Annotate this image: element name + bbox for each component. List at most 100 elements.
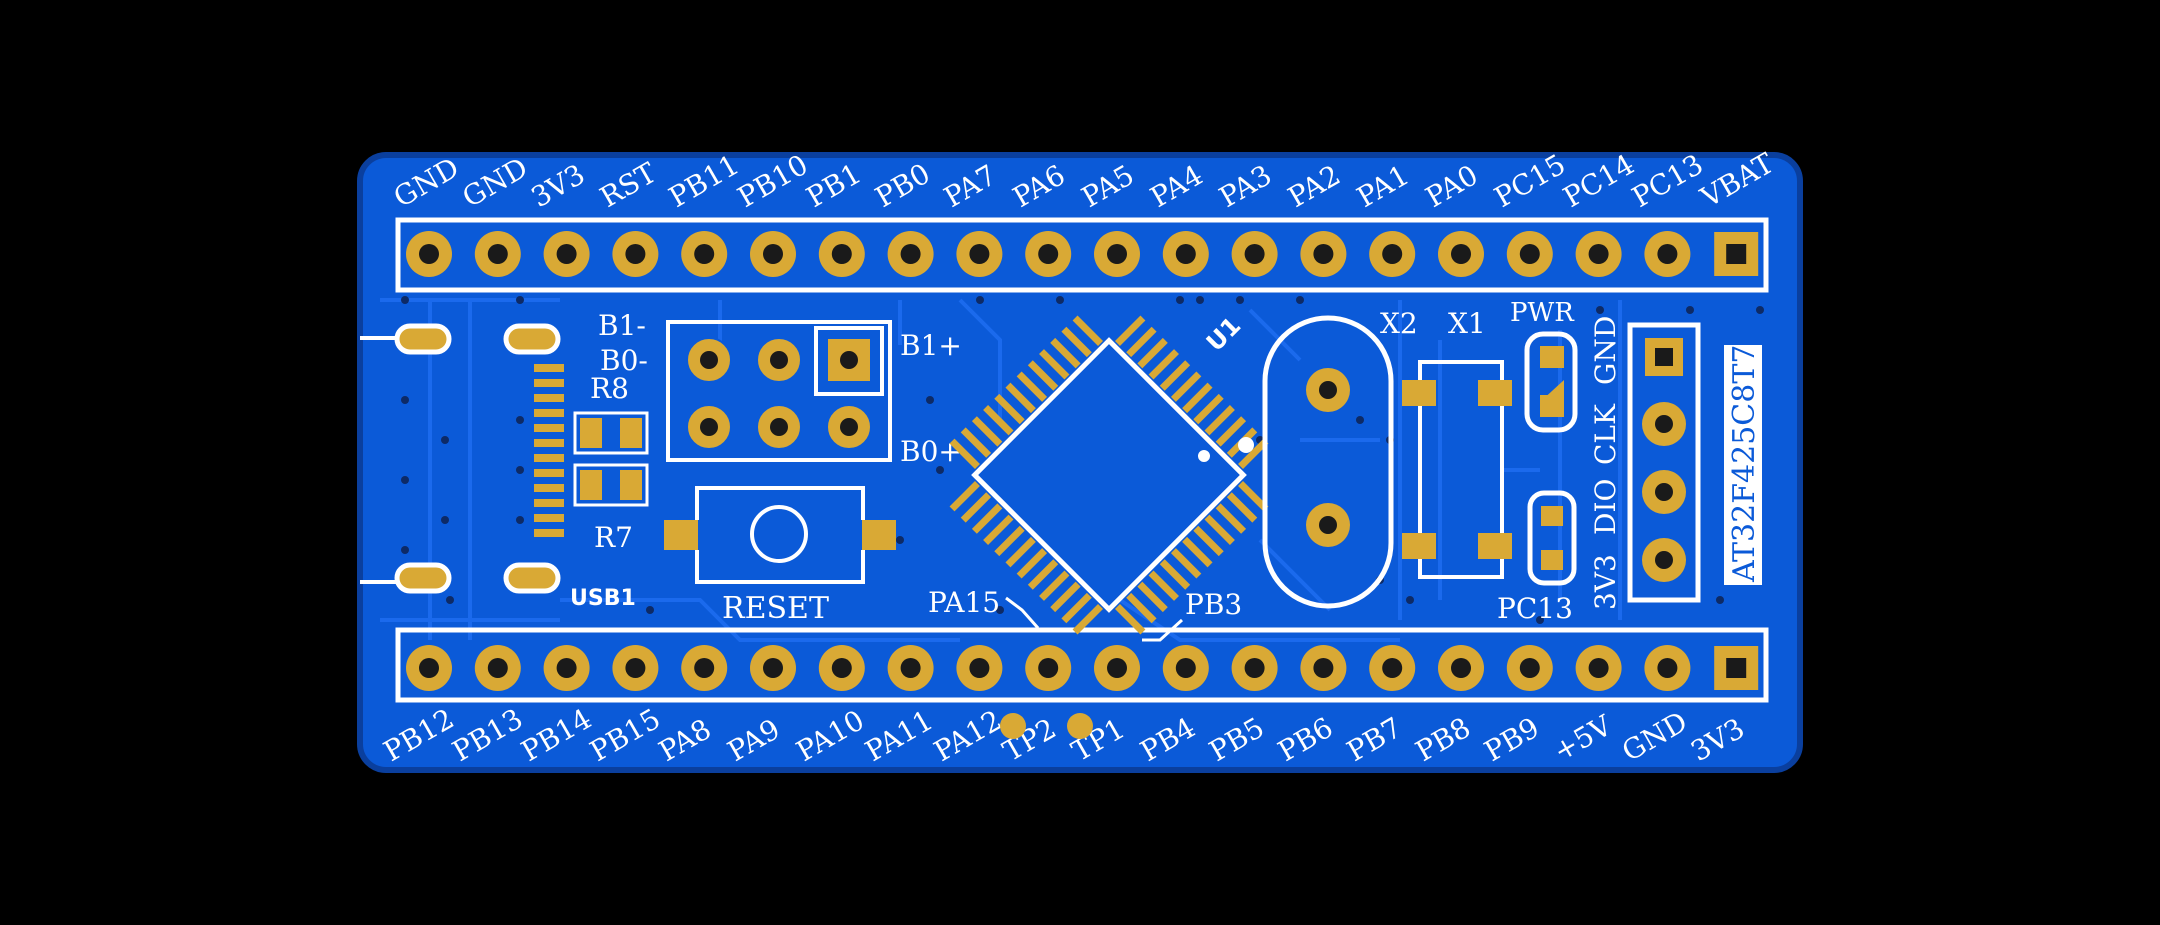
mcu-pin: [1193, 393, 1224, 425]
pin-hole: [1313, 244, 1334, 264]
mcu-pin: [1226, 492, 1258, 523]
mcu-pin: [1016, 548, 1048, 579]
usb-contact: [534, 529, 564, 537]
pin-hole: [694, 244, 715, 264]
chip-name-label: AT32F425C8T7: [1727, 345, 1762, 583]
via: [1536, 616, 1544, 624]
pin-hole: [763, 244, 783, 264]
usb-contact: [534, 439, 564, 447]
via: [896, 536, 904, 544]
mcu-pin: [1072, 315, 1103, 346]
pwr-led: PWR: [1510, 298, 1578, 433]
top-header-pins: [406, 231, 1759, 277]
pin-hole: [419, 658, 439, 678]
pin-hole: [1451, 658, 1471, 678]
via: [1406, 596, 1414, 604]
via: [516, 296, 524, 304]
mcu-pin: [1050, 337, 1081, 369]
pin-hole: [763, 658, 783, 678]
mcu-pin: [1148, 570, 1179, 601]
mcu-pin: [1182, 382, 1213, 414]
pc13-led: PC13: [1497, 490, 1577, 625]
usb-contact: [534, 379, 564, 387]
swd-3v3-label: 3V3: [1589, 554, 1622, 610]
via: [1356, 416, 1364, 424]
mcu-pin: [1115, 604, 1146, 635]
pin-hole: [1175, 658, 1196, 678]
pa15-label: PA15: [928, 586, 1000, 619]
mcu-pin: [994, 393, 1025, 425]
usb-contact: [534, 454, 564, 462]
resistor-r7: R7: [573, 463, 649, 554]
bottom-header-pins: [406, 645, 1759, 691]
mcu-pin: [1137, 581, 1168, 613]
via: [401, 396, 409, 404]
chip-name-tag: AT32F425C8T7: [1724, 345, 1762, 585]
via: [446, 596, 454, 604]
crystal-x2: X2: [1262, 307, 1418, 609]
mcu-pin: [1238, 481, 1269, 512]
pin-hole: [1657, 658, 1678, 678]
via: [926, 396, 934, 404]
usb-contact: [534, 424, 564, 432]
via: [996, 606, 1004, 614]
mcu-pin: [1159, 559, 1191, 590]
mcu-pin: [1215, 503, 1247, 534]
via: [976, 296, 984, 304]
via: [401, 476, 409, 484]
pin-hole: [1175, 244, 1196, 264]
pin-hole: [1244, 658, 1265, 678]
pin-hole: [969, 244, 990, 264]
usb-contact: [534, 469, 564, 477]
pin-hole: [556, 244, 577, 264]
pin-hole: [1519, 244, 1540, 264]
pin-hole: [1519, 658, 1540, 678]
pc13-label: PC13: [1497, 592, 1573, 625]
pin-hole: [625, 658, 646, 678]
mcu-pin: [971, 416, 1003, 447]
pin-hole: [900, 244, 921, 264]
mcu-pin: [994, 525, 1025, 557]
pin-hole: [694, 658, 715, 678]
usb-contact: [534, 499, 564, 507]
via: [441, 516, 449, 524]
usb-contact: [534, 514, 564, 522]
via: [1236, 296, 1244, 304]
b1-plus-label: B1+: [900, 329, 962, 362]
b1-minus-label: B1-: [598, 309, 646, 342]
via: [1596, 306, 1604, 314]
mcu-pin: [1170, 548, 1202, 579]
via: [646, 606, 654, 614]
via: [1716, 596, 1724, 604]
swd-gnd-label: GND: [1589, 316, 1622, 385]
pin-hole: [1588, 658, 1609, 678]
crystal-x1: X1: [1402, 307, 1512, 579]
swd-clk-label: CLK: [1589, 403, 1622, 465]
mcu-pin: [949, 438, 980, 469]
b0-plus-label: B0+: [900, 435, 962, 468]
mcu-pin: [1016, 371, 1048, 402]
usb-contact: [534, 484, 564, 492]
pin-hole: [625, 244, 646, 264]
pb3-label: PB3: [1185, 588, 1242, 621]
mcu-pin: [960, 427, 992, 458]
pin-hole: [1244, 244, 1265, 264]
pin-hole: [487, 658, 508, 678]
mcu-pin: [1050, 581, 1081, 613]
top-header-outline: [395, 217, 1769, 293]
mcu-pin: [1170, 371, 1202, 402]
mcu-pin: [983, 405, 1014, 436]
mcu-pin: [1027, 559, 1059, 590]
resistor-r8: R8: [573, 372, 649, 455]
pin-hole: [556, 658, 577, 678]
via: [401, 296, 409, 304]
mcu-pin: [971, 503, 1003, 534]
mcu-pin: [1039, 349, 1070, 380]
mcu-pin: [1005, 536, 1036, 568]
usb-label: USB1: [570, 586, 636, 611]
via: [1686, 306, 1694, 314]
mcu-pin: [1126, 326, 1157, 358]
mcu-pin: [1148, 349, 1179, 380]
pin-hole: [831, 244, 852, 264]
